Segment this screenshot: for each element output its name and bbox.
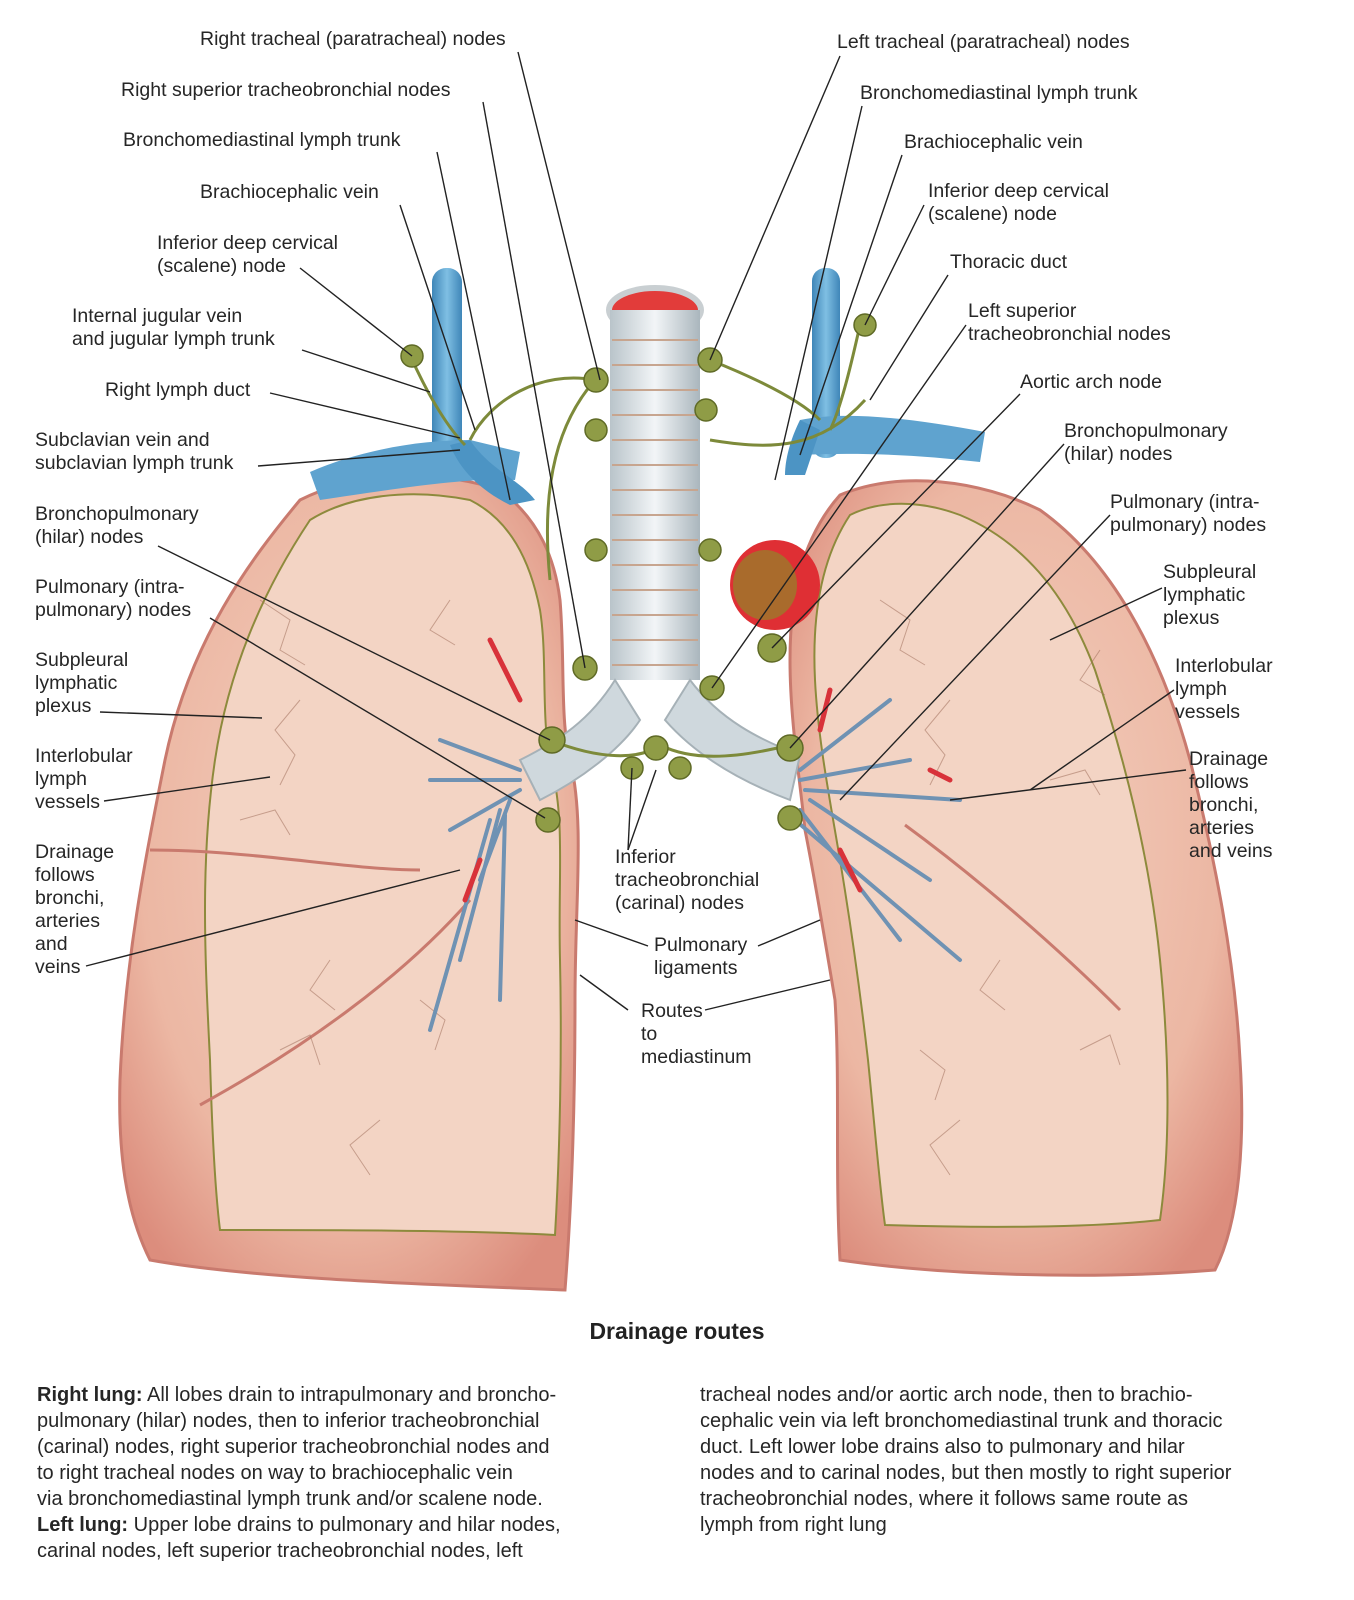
left-main-bronchus [663,678,802,802]
label-right-tracheal-nodes: Right tracheal (paratracheal) nodes [200,28,506,50]
left-subclavian-vein [800,415,985,462]
caption-right-column: tracheal nodes and/or aortic arch node, … [700,1382,1320,1538]
trachea [610,310,700,680]
caption-line: (carinal) nodes, right superior tracheob… [37,1436,550,1458]
label-left-pulmonary-nodes: Pulmonary (intra-pulmonary) nodes [1110,491,1267,536]
right-main-bronchus [518,678,642,802]
label-left-hilar-nodes: Bronchopulmonary(hilar) nodes [1064,420,1228,465]
label-right-bronchomediastinal-trunk: Bronchomediastinal lymph trunk [123,129,401,151]
aortic-arch-lumen [733,550,797,620]
label-right-brachiocephalic-vein: Brachiocephalic vein [200,181,379,203]
left-tracheal-node [698,538,722,562]
carinal-node [643,735,669,761]
right-tracheal-node [584,418,608,442]
bronchial-tree-left [793,698,962,962]
bronchial-tree-right [428,738,522,1032]
caption-line: to right tracheal nodes on way to brachi… [37,1462,513,1484]
label-right-hilar-nodes: Bronchopulmonary(hilar) nodes [35,503,199,548]
caption-line: cephalic vein via left bronchomediastina… [700,1410,1223,1432]
label-left-tracheal-nodes: Left tracheal (paratracheal) nodes [837,31,1130,53]
caption-line: duct. Left lower lobe drains also to pul… [700,1436,1185,1458]
caption-line: carinal nodes, left superior tracheobron… [37,1540,523,1562]
label-left-scalene-node: Inferior deep cervical(scalene) node [928,180,1110,225]
leader-lines [85,51,1187,1011]
caption-line: Left lung: Upper lobe drains to pulmonar… [37,1514,561,1536]
left-internal-jugular-vein [812,268,840,458]
subpleural-network [239,599,1121,1176]
left-hilar-node [777,805,803,831]
carinal-node [668,756,692,780]
right-horizontal-fissure [149,848,421,872]
caption-line: tracheobronchial nodes, where it follows… [700,1488,1189,1510]
trachea-and-bronchi [428,285,962,1032]
label-right-pulmonary-nodes: Pulmonary (intra-pulmonary) nodes [35,576,192,621]
right-tracheal-node [583,367,609,393]
label-right-lymph-duct: Right lymph duct [105,379,251,401]
left-lung-inner-face [813,502,1169,1228]
right-tracheal-node [584,538,608,562]
caption-line: nodes and to carinal nodes, but then mos… [700,1462,1232,1484]
label-left-brachiocephalic-vein: Brachiocephalic vein [904,131,1083,153]
label-left-bronchomediastinal-trunk: Bronchomediastinal lymph trunk [860,82,1138,104]
lung-lymphatic-illustration [85,51,1244,1292]
right-hilar-node [538,726,566,754]
tracheal-rings [612,339,698,666]
caption-title: Drainage routes [589,1318,765,1344]
left-tracheal-node [694,398,718,422]
left-oblique-fissure [904,823,1122,1012]
left-lung [788,479,1244,1277]
caption-line: pulmonary (hilar) nodes, then to inferio… [37,1410,540,1432]
right-lung [118,474,580,1292]
lymph-vessels [408,324,867,758]
label-thoracic-duct: Thoracic duct [950,251,1068,273]
label-aortic-arch-node: Aortic arch node [1020,371,1162,393]
caption-line: tracheal nodes and/or aortic arch node, … [700,1384,1193,1406]
caption-line: lymph from right lung [700,1514,887,1536]
label-right-superior-tracheobronchial-nodes: Right superior tracheobronchial nodes [121,79,451,101]
right-brachiocephalic-vein [450,440,535,505]
right-internal-jugular-vein [432,268,462,478]
caption-left-column: Right lung: All lobes drain to intrapulm… [37,1382,637,1564]
right-oblique-fissure [199,899,472,1107]
label-right-scalene-node: Inferior deep cervical(scalene) node [157,232,339,277]
right-hilar-node [535,807,561,833]
caption-line: via bronchomediastinal lymph trunk and/o… [37,1488,543,1510]
caption-line: Right lung: All lobes drain to intrapulm… [37,1384,557,1406]
veins [310,268,985,505]
